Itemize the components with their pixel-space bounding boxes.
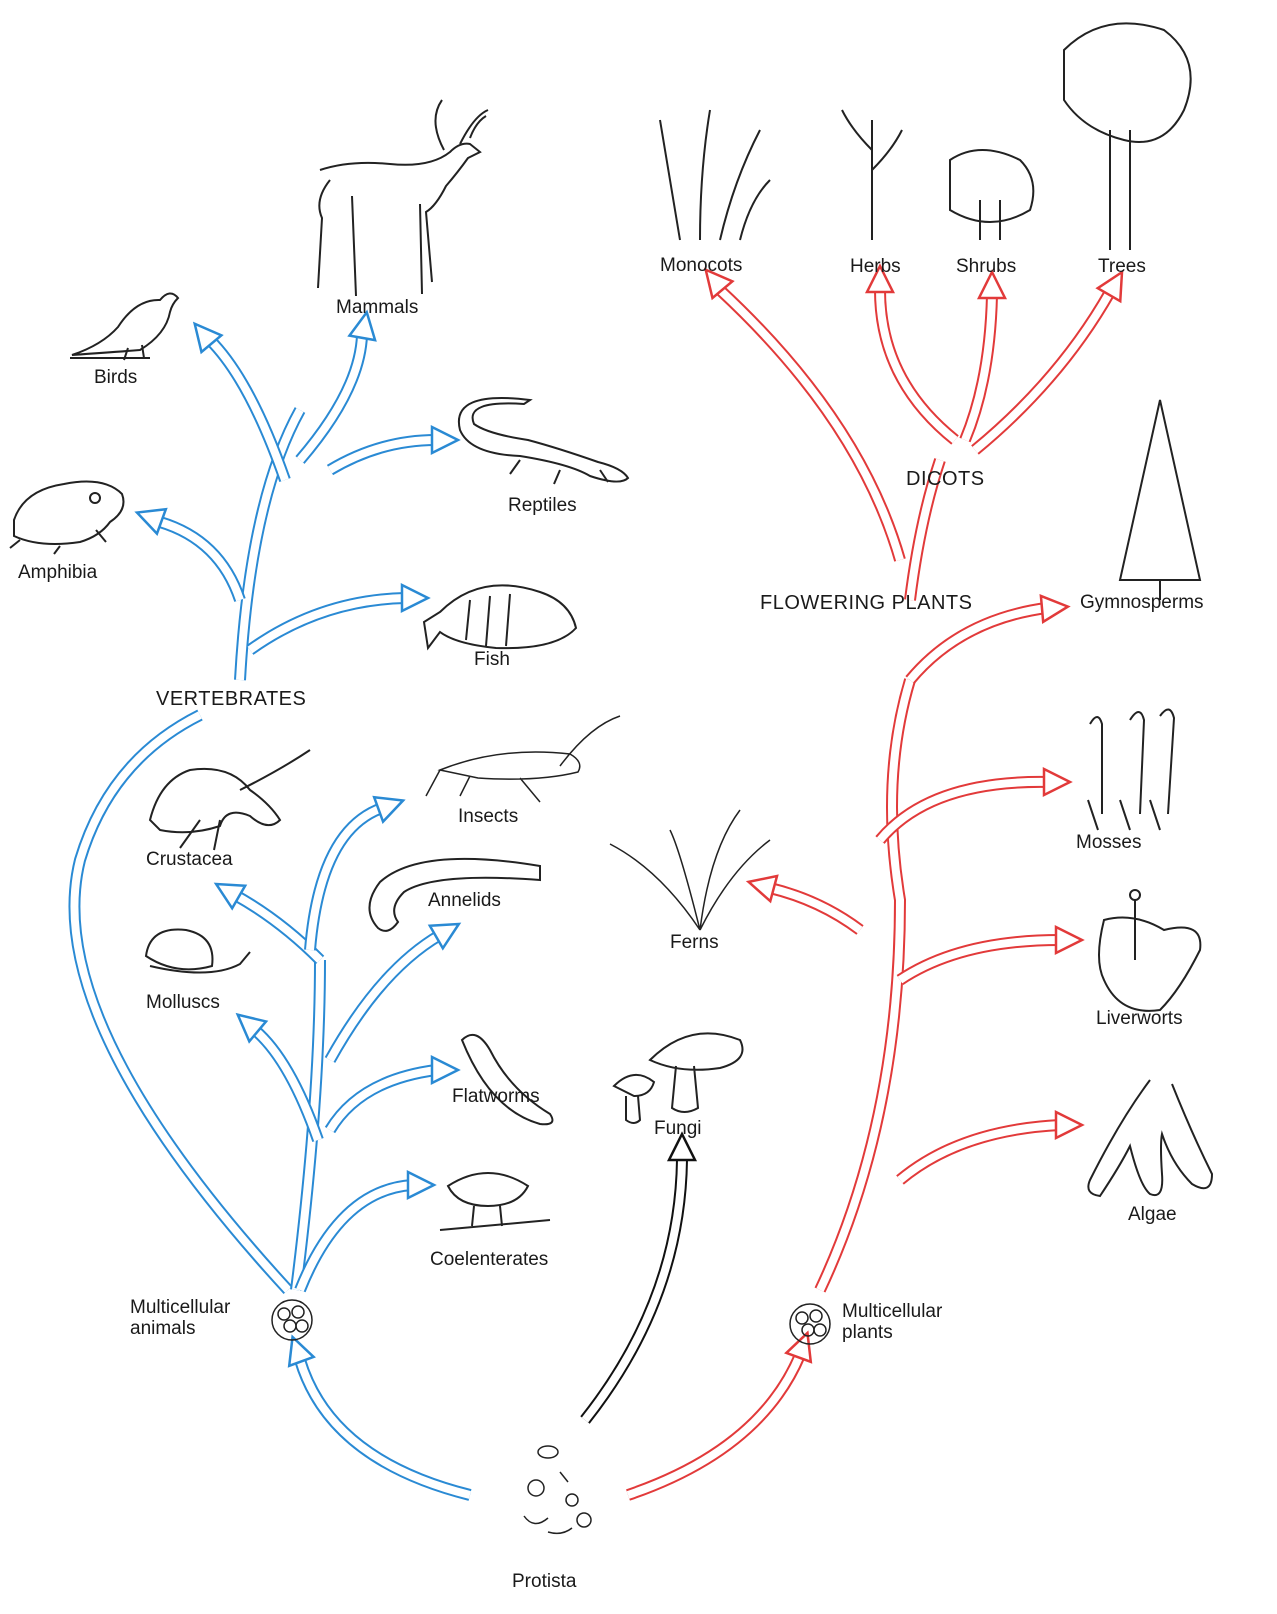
grasshopper-icon (426, 716, 620, 802)
cell-cluster-icon (272, 1300, 312, 1340)
algae-icon (1088, 1080, 1212, 1196)
label-algae: Algae (1128, 1205, 1177, 1226)
shrub-icon (950, 150, 1033, 240)
herb-icon (842, 110, 902, 240)
snail-icon (146, 930, 250, 973)
label-insects: Insects (458, 807, 518, 828)
label-multicellular-plants: Multicellular plants (842, 1302, 972, 1344)
branch-to-algae (900, 1112, 1082, 1180)
moss-icon (1088, 709, 1174, 830)
branch-to-crustacea (210, 873, 320, 960)
label-coelenterates: Coelenterates (430, 1250, 548, 1271)
label-fungi: Fungi (654, 1119, 702, 1140)
mushroom-icon (614, 1033, 743, 1123)
label-dicots: DICOTS (906, 468, 985, 490)
branch-to-birds (185, 315, 285, 480)
label-reptiles: Reptiles (508, 496, 577, 517)
branch-to-amphibia (133, 500, 240, 600)
branch-to-liverworts (900, 927, 1082, 980)
branch-to-shrubs (965, 272, 1005, 440)
label-annelids: Annelids (428, 891, 501, 912)
label-multicellular-animals: Multicellular animals (130, 1298, 260, 1340)
branch-to-monocots (696, 261, 900, 560)
liverwort-icon (1099, 890, 1200, 1011)
branch-to-flatworms (330, 1057, 458, 1130)
label-ferns: Ferns (670, 933, 719, 954)
label-liverworts: Liverworts (1096, 1009, 1183, 1030)
branch-plant-trunk (820, 680, 910, 1290)
flatworm-icon (462, 1035, 552, 1124)
branch-to-annelids (330, 913, 465, 1060)
branch-to-mosses (880, 769, 1070, 840)
branch-to-insects (310, 788, 407, 950)
branch-to-reptiles (330, 427, 458, 470)
branch-to-ferns (745, 869, 860, 930)
branch-to-coelenterates (300, 1172, 434, 1290)
label-flowering-plants: FLOWERING PLANTS (760, 592, 972, 614)
bird-icon (70, 293, 178, 360)
crayfish-icon (150, 750, 310, 850)
fern-icon (610, 810, 770, 930)
lizard-icon (459, 398, 628, 484)
fish-icon (424, 585, 576, 648)
label-amphibia: Amphibia (18, 563, 97, 584)
branch-protista-to-fungi (585, 1134, 695, 1420)
cell-cluster-icon (790, 1304, 830, 1344)
label-flatworms: Flatworms (452, 1087, 540, 1108)
label-mosses: Mosses (1076, 833, 1141, 854)
grass-icon (660, 110, 770, 240)
label-crustacea: Crustacea (146, 850, 233, 871)
frog-icon (10, 482, 124, 554)
label-mammals: Mammals (336, 298, 418, 319)
branch-protista-to-animals (280, 1333, 470, 1495)
label-fish: Fish (474, 650, 510, 671)
branch-protista-to-plants (628, 1329, 820, 1495)
label-molluscs: Molluscs (146, 993, 220, 1014)
protista-icon (524, 1446, 591, 1533)
branch-to-herbs (867, 266, 955, 440)
tree-icon (1064, 23, 1191, 250)
branch-to-fish (250, 585, 428, 650)
label-herbs: Herbs (850, 257, 901, 278)
label-gymnosperms: Gymnosperms (1080, 593, 1204, 614)
conifer-icon (1120, 400, 1200, 600)
label-protista: Protista (512, 1572, 576, 1593)
label-birds: Birds (94, 368, 137, 389)
label-monocots: Monocots (660, 256, 742, 277)
label-vertebrates: VERTEBRATES (156, 688, 306, 710)
sea-anemone-icon (440, 1173, 550, 1230)
branch-to-mammals (300, 310, 380, 460)
label-shrubs: Shrubs (956, 257, 1016, 278)
label-trees: Trees (1098, 257, 1146, 278)
branch-to-molluscs (229, 1005, 318, 1140)
deer-icon (318, 100, 488, 296)
